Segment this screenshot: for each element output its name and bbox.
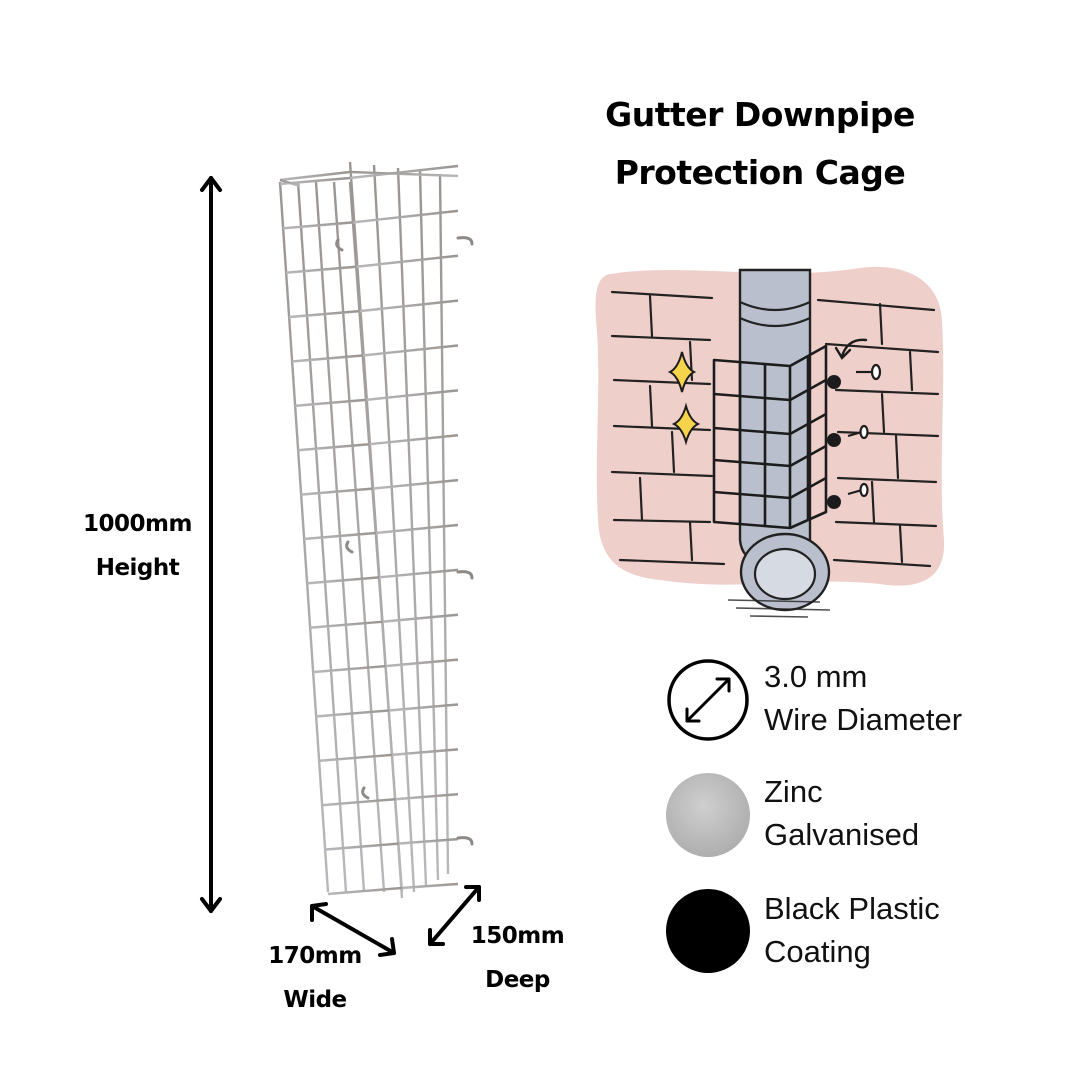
cage-wire	[288, 309, 360, 319]
zinc-swatch-icon	[666, 773, 750, 857]
cage-wire	[324, 842, 399, 851]
cage-wire	[291, 354, 364, 363]
brick-lines	[610, 290, 940, 568]
cage-wire	[398, 837, 459, 845]
cage-wire	[356, 254, 459, 268]
cage-wire	[396, 167, 428, 887]
cage-wire	[369, 434, 459, 446]
title-line-1: Gutter Downpipe	[605, 95, 915, 134]
depth-value: 150mm	[470, 923, 565, 949]
zinc-label-line-1: Zinc	[764, 774, 823, 809]
cage-wire	[359, 299, 459, 313]
cage-wire	[279, 170, 351, 182]
cage-wire	[438, 173, 450, 875]
width-label: 170mm Wide	[255, 934, 375, 1022]
title-line-2: Protection Cage	[614, 153, 906, 192]
zinc-galvanised-feature: Zinc Galvanised	[764, 770, 919, 856]
width-text: Wide	[283, 987, 347, 1013]
cage-wire	[418, 170, 440, 881]
cage-wire	[300, 487, 373, 496]
cage-wire	[372, 164, 416, 893]
cage-wire	[379, 568, 459, 579]
black-swatch-icon	[666, 889, 750, 973]
product-title: Gutter Downpipe Protection Cage	[590, 86, 930, 202]
cage-wire	[366, 389, 459, 402]
cage-wire	[303, 531, 377, 541]
cage-wire	[327, 886, 403, 896]
cage-wire	[395, 793, 459, 801]
cage-wire	[332, 181, 386, 893]
cage-wire	[294, 398, 367, 408]
wall-fixings	[827, 375, 841, 509]
cage-wire	[282, 221, 354, 230]
cage-wire	[382, 613, 459, 623]
black-coating-feature: Black Plastic Coating	[764, 887, 940, 973]
curved-arrow-icon	[840, 338, 868, 358]
cage-wire	[278, 181, 330, 893]
cage-wire	[318, 753, 393, 763]
screw-icons	[847, 363, 882, 498]
diameter-arrow-icon	[667, 659, 749, 741]
cage-wire	[349, 170, 459, 178]
wire-diameter-value: 3.0 mm	[764, 659, 868, 694]
cage-wire	[297, 443, 370, 452]
cage-wire	[349, 164, 459, 180]
coating-label-line-1: Black Plastic	[764, 891, 940, 926]
cage-wire	[315, 709, 390, 718]
cage-wire	[279, 178, 301, 188]
cage-wire	[309, 620, 383, 629]
downpipe	[738, 268, 812, 562]
zinc-label-line-2: Galvanised	[764, 817, 920, 852]
cage-wire	[321, 798, 396, 807]
coating-label-line-2: Coating	[764, 934, 871, 969]
height-value: 1000mm	[83, 511, 192, 537]
height-text: Height	[95, 555, 180, 581]
height-label: 1000mm Height	[70, 502, 205, 590]
cage-wire	[306, 576, 380, 585]
illustrated-cage	[712, 344, 828, 530]
cage-wire	[348, 161, 404, 899]
cage-wire	[353, 209, 459, 224]
cage-wire	[362, 344, 459, 357]
cage-wire	[372, 478, 459, 490]
wire-diameter-label: Wire Diameter	[764, 702, 963, 737]
depth-label: 150mm Deep	[460, 914, 575, 1002]
cage-wire	[392, 748, 459, 757]
cage-wire	[401, 882, 459, 890]
sparkle-icons	[667, 351, 701, 446]
cage-wire	[285, 265, 357, 274]
cage-wire	[375, 523, 459, 535]
width-value: 170mm	[268, 943, 362, 969]
cage-wire	[312, 664, 386, 674]
cage-wire	[388, 703, 459, 712]
depth-text: Deep	[485, 967, 550, 993]
wire-diameter-feature: 3.0 mm Wire Diameter	[764, 655, 962, 741]
cage-wire	[385, 658, 459, 668]
